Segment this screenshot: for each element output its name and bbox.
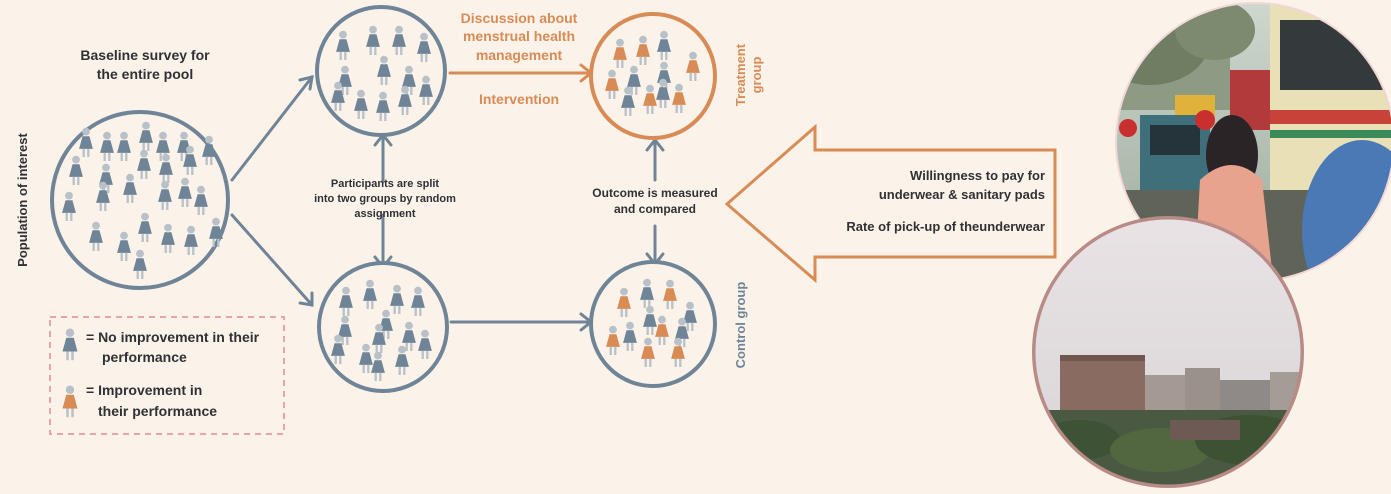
person-icon [117, 131, 131, 161]
legend-text: = No improvement in their performance = … [86, 329, 260, 419]
person-icon [617, 287, 631, 317]
person-icon [686, 51, 700, 81]
person-icon [663, 279, 677, 309]
person-icon [605, 69, 619, 99]
population-circle [50, 110, 230, 290]
person-icon [417, 32, 431, 62]
person-icon [636, 35, 650, 65]
person-icon [159, 153, 173, 183]
split-label-line3: assignment [354, 208, 415, 220]
person-icon [202, 135, 216, 165]
person-icon [402, 321, 416, 351]
person-icon [117, 231, 131, 261]
person-icon [331, 334, 345, 364]
intervention-arrow [448, 63, 594, 83]
person-icon [671, 337, 685, 367]
people-icons [62, 25, 700, 381]
outcome-label-line2: and compared [614, 202, 696, 216]
person-icon [377, 55, 391, 85]
person-icon [354, 89, 368, 119]
person-icon [606, 325, 620, 355]
person-icon [675, 317, 689, 347]
measure-wtp-line1: Willingness to pay for [910, 168, 1045, 183]
person-icon [184, 225, 198, 255]
person-icon [627, 65, 641, 95]
split-label-line1: Participants are split [331, 178, 440, 190]
person-icon [418, 329, 432, 359]
person-icon [623, 321, 637, 351]
person-icon [390, 284, 404, 314]
legend-orange-line2: their performance [98, 403, 217, 419]
person-icon [366, 25, 380, 55]
person-icon [643, 84, 657, 114]
measure-wtp-line2: underwear & sanitary pads [879, 187, 1045, 202]
person-icon [621, 86, 635, 116]
population-label: Population of interest [15, 133, 30, 267]
person-icon [89, 221, 103, 251]
legend-slate-line2: performance [102, 349, 187, 365]
person-icon [683, 301, 697, 331]
person-icon [641, 337, 655, 367]
person-icon [371, 351, 385, 381]
person-icon [643, 305, 657, 335]
person-icon [395, 345, 409, 375]
person-icon [178, 177, 192, 207]
legend-box [49, 316, 285, 435]
person-icon [96, 181, 110, 211]
city-skyline-photo [1032, 216, 1304, 488]
person-icon [613, 38, 627, 68]
person-icon [359, 343, 373, 373]
outcome-label-line1: Outcome is measured [592, 186, 717, 200]
person-icon [339, 286, 353, 316]
person-icon [655, 315, 669, 345]
discussion-label-line3: management [476, 47, 563, 63]
measurement-arrow [724, 123, 1057, 284]
split-label-line2: into two groups by random [314, 193, 456, 205]
person-icon [640, 278, 654, 308]
person-icon [133, 249, 147, 279]
person-icon [69, 155, 83, 185]
baseline-label-line2: the entire pool [97, 66, 193, 82]
person-icon [419, 75, 433, 105]
person-icon [209, 217, 223, 247]
discussion-label-line2: menstrual health [463, 28, 575, 44]
person-icon [331, 81, 345, 111]
treatment-label-line2: group [749, 57, 764, 94]
control-label: Control group [733, 282, 748, 369]
person-icon [376, 91, 390, 121]
person-icon [62, 191, 76, 221]
measure-pickup: Rate of pick-up of theunderwear [846, 219, 1045, 234]
person-icon [123, 173, 137, 203]
person-icon [398, 85, 412, 115]
person-icon [338, 315, 352, 345]
person-icon [336, 30, 350, 60]
person-icon [183, 145, 197, 175]
person-icon [158, 180, 172, 210]
person-icon [656, 78, 670, 108]
person-icon [411, 286, 425, 316]
legend-icons [62, 328, 78, 418]
person-icon [363, 279, 377, 309]
person-icon [137, 149, 151, 179]
person-icon [657, 30, 671, 60]
person-icon [100, 131, 114, 161]
person-icon [392, 25, 406, 55]
intervention-label: Intervention [479, 91, 559, 107]
legend-slate-line1: = No improvement in their [86, 329, 260, 345]
person-icon [138, 212, 152, 242]
person-icon [161, 223, 175, 253]
person-icon [338, 65, 352, 95]
treatment-label-line1: Treatment [733, 43, 748, 106]
discussion-label-line1: Discussion about [461, 10, 578, 26]
person-icon [62, 385, 78, 418]
person-icon [194, 185, 208, 215]
person-icon [79, 127, 93, 157]
legend-orange-line1: = Improvement in [86, 382, 202, 398]
person-icon [62, 328, 78, 361]
person-icon [672, 83, 686, 113]
person-icon [139, 121, 153, 151]
person-icon [372, 323, 386, 353]
baseline-label-line1: Baseline survey for [80, 47, 210, 63]
